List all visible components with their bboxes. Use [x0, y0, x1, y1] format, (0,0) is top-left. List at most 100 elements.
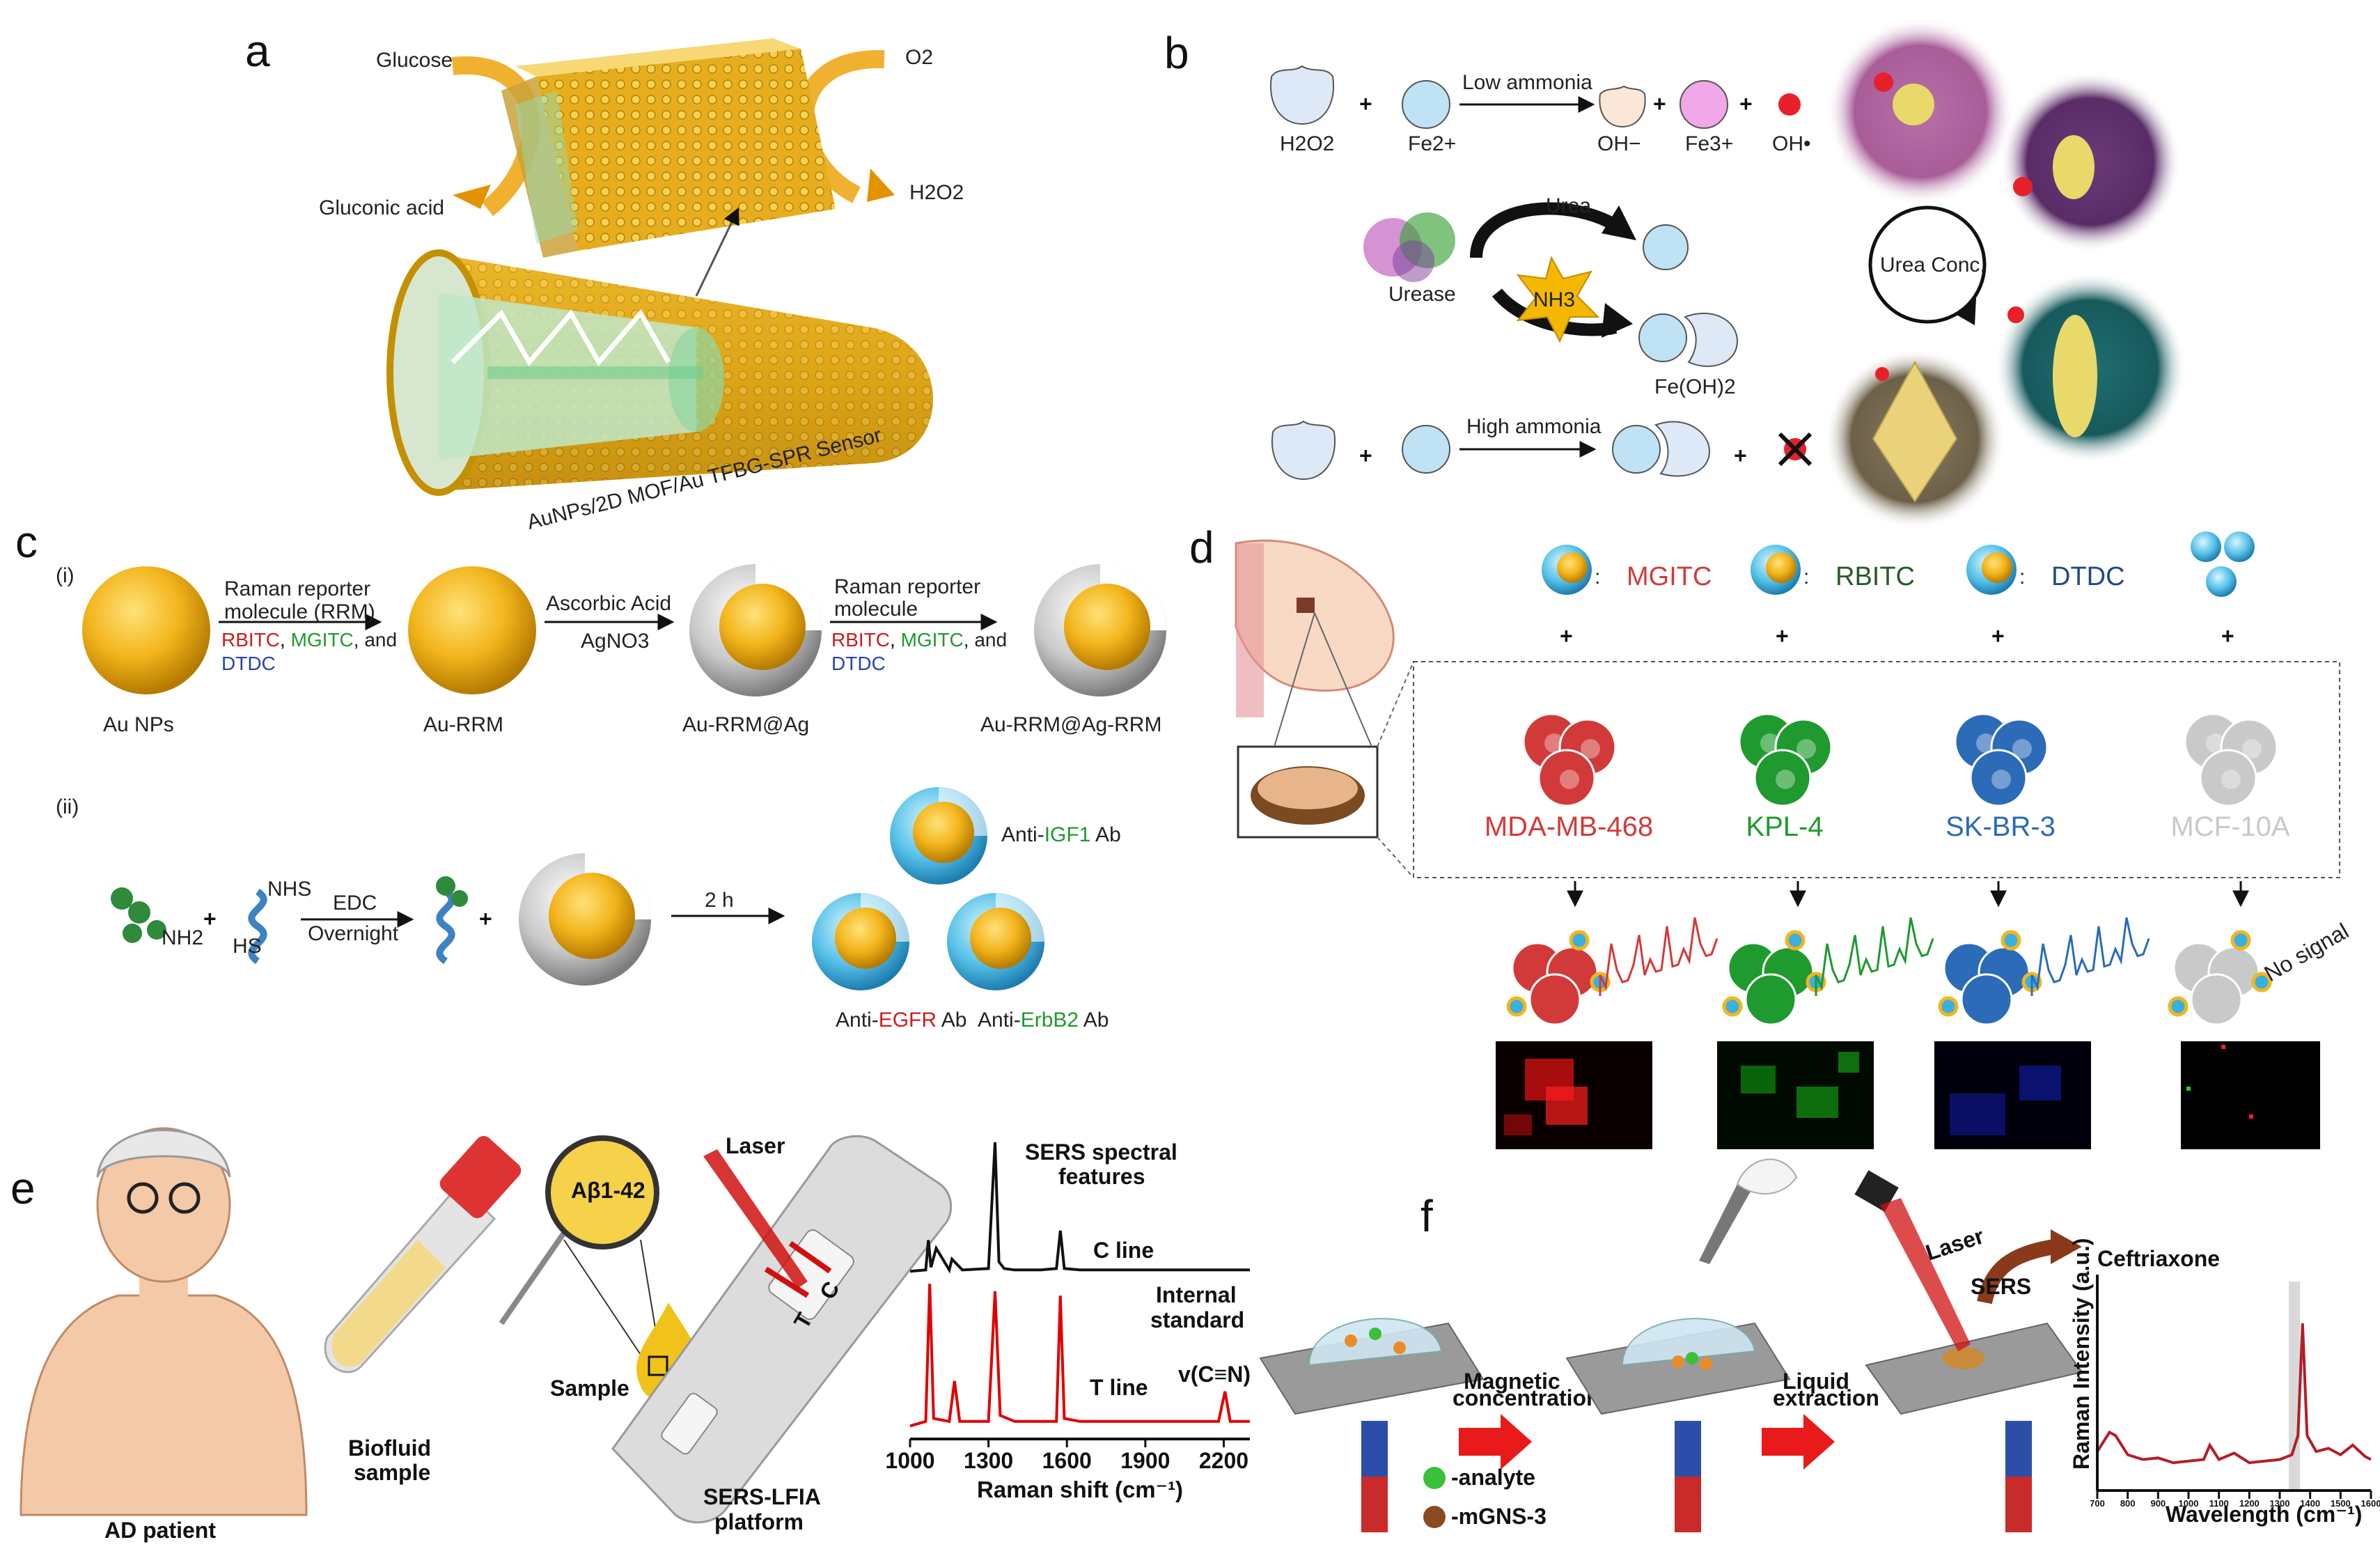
- svg-text:+: +: [1359, 443, 1372, 468]
- bound-nanotag-1-1: [1569, 930, 1590, 951]
- anti-igf1-pre: Anti-: [1001, 823, 1044, 846]
- step2-line1: Liquid: [1783, 1369, 1849, 1394]
- h2o2-shape: [1269, 65, 1335, 125]
- anti-erbb2-pre: Anti-: [978, 1009, 1021, 1032]
- arrow2-top: Ascorbic Acid: [546, 592, 671, 615]
- svg-text:+: +: [1991, 623, 2005, 648]
- rrm-red-2: RBITC: [831, 629, 890, 651]
- panel-a-letter: a: [245, 26, 270, 76]
- chart-e-tick-label-5: 2200: [1199, 1448, 1248, 1473]
- laser-beam: [703, 1149, 808, 1289]
- bound-nanotag-1-3: [1506, 996, 1527, 1017]
- au-rrm: [408, 566, 536, 694]
- analyte-label: -analyte: [1451, 1465, 1535, 1490]
- breast-tissue-illustration: [1235, 539, 1395, 717]
- urea-conc-label: Urea Conc.: [1880, 254, 1986, 277]
- step1-line2: concentration: [1453, 1385, 1600, 1410]
- feoh2-label: Fe(OH)2: [1654, 375, 1736, 398]
- arrow1-line2: molecule (RRM): [224, 600, 375, 623]
- bound-nanotag-4-3: [2168, 996, 2189, 1017]
- h2o2-label: H2O2: [1280, 132, 1334, 155]
- anti-igf1-mid: IGF1: [1044, 823, 1091, 846]
- chart-e-series-2: [909, 1283, 1250, 1428]
- overnight-label: Overnight: [308, 922, 399, 945]
- urea-cycle: [1868, 205, 1987, 324]
- cell-line-label-3: SK-BR-3: [1946, 811, 2056, 842]
- svg-text:+: +: [1560, 623, 1573, 648]
- chart-f-tick-label-8: 1400: [2300, 1498, 2320, 1509]
- rrm-green-1: MGITC: [291, 629, 354, 651]
- chart-e-tick-label-4: 1900: [1120, 1448, 1170, 1473]
- panel-b-letter: b: [1164, 28, 1189, 78]
- cell-line-label-4: MCF-10A: [2170, 811, 2289, 842]
- panel-f: f Magnetic concentration -analyte -mGNS-…: [1259, 1158, 2380, 1532]
- biofluid-tube: [324, 1136, 522, 1374]
- internal-std-1: Internal: [1156, 1282, 1237, 1307]
- cell-panel-box: [1413, 661, 2340, 878]
- arrow3-line1: Raman reporter: [834, 575, 980, 598]
- laser-label-f: Laser: [1923, 1223, 1987, 1266]
- chart-f-tick-label-7: 1300: [2270, 1498, 2290, 1509]
- cell-2-nucleus-2: [1796, 739, 1816, 758]
- au-rrm-ag-rrm: [1034, 564, 1166, 697]
- probe-rbitc: RBITC: [1835, 562, 1915, 591]
- feoh2-shape: [1683, 313, 1739, 367]
- antibody-molecule: [111, 887, 166, 943]
- cell-4-blob-3: [2199, 749, 2257, 807]
- panel-b: b H2O2 + Fe2+ Low ammonia OH− + Fe3+ + O…: [1164, 17, 2186, 529]
- nh3-label: NH3: [1533, 288, 1575, 311]
- svg-text:Anti-ErbB2 Ab: Anti-ErbB2 Ab: [978, 1009, 1109, 1032]
- anti-erbb2-mid: ErbB2: [1021, 1009, 1079, 1032]
- cell-2-blob-3: [1753, 749, 1812, 807]
- labeled-cell-2-blob-3: [1744, 973, 1797, 1026]
- fe2-label: Fe2+: [1408, 132, 1456, 155]
- probe-dtdc: DTDC: [2051, 562, 2125, 591]
- arrow3-line2: molecule: [834, 598, 918, 621]
- cell-3-nucleus-3: [1991, 770, 2011, 789]
- two-h-label: 2 h: [705, 889, 734, 912]
- raman-intensity-label: Raman Intensity (a.u.): [2069, 1238, 2094, 1470]
- raman-trace-1: [1599, 917, 1719, 996]
- chart-f-tick-label-2: 800: [2120, 1498, 2136, 1509]
- probe-row: : MGITC + : RBITC + : DTDC + +: [1542, 531, 2255, 648]
- chart-e-tick-label-1: 1000: [885, 1448, 934, 1473]
- urea-label: Urea: [1546, 194, 1591, 217]
- bound-nanotag-2-3: [1722, 996, 1743, 1017]
- svg-text:+: +: [203, 906, 217, 931]
- rrm-and-2: , and: [964, 629, 1007, 651]
- tfbg-spr-sensor: [386, 249, 933, 496]
- sers-features-1: SERS spectral: [1025, 1139, 1177, 1165]
- laser-label-e: Laser: [726, 1133, 785, 1158]
- panel-d-letter: d: [1189, 522, 1214, 573]
- oh-radical-label: OH•: [1772, 132, 1811, 155]
- sub-i-label: (i): [56, 564, 75, 587]
- step2-line2: extraction: [1773, 1385, 1879, 1410]
- panel-c: c (i) Au NPs Raman reporter molecule (RR…: [15, 517, 1166, 1032]
- biofluid-label-1: Biofluid: [348, 1436, 431, 1461]
- bound-nanotag-4-1: [2230, 930, 2251, 951]
- internal-std-2: standard: [1150, 1307, 1244, 1332]
- cell-1-nucleus-2: [1581, 739, 1600, 758]
- t-line-label: T line: [1090, 1375, 1148, 1400]
- platform-label-2: platform: [714, 1509, 804, 1534]
- au-np: [82, 566, 210, 694]
- arrow2-bottom: AgNO3: [581, 630, 649, 653]
- chart-f-tick-label-1: 700: [2090, 1498, 2105, 1509]
- antibody-nanotags: [812, 787, 1044, 990]
- oh-minus-shape: [1599, 85, 1646, 128]
- au-rrm-label: Au-RRM: [423, 713, 503, 736]
- red-arrow-2: [1762, 1428, 1803, 1456]
- cn-label: v(C≡N): [1178, 1362, 1251, 1387]
- anti-egfr-pre: Anti-: [836, 1009, 879, 1032]
- probe-mgitc: MGITC: [1627, 562, 1712, 591]
- nh3-star: [1516, 256, 1600, 343]
- svg-text:Anti-EGFR Ab: Anti-EGFR Ab: [836, 1009, 966, 1032]
- sers-features-2: features: [1058, 1164, 1145, 1189]
- fluorescence-images: [1496, 1041, 2320, 1149]
- anti-igf1-post: Ab: [1090, 823, 1120, 846]
- linker-molecule: [248, 888, 267, 965]
- chart-e-tick-label-3: 1600: [1042, 1448, 1092, 1473]
